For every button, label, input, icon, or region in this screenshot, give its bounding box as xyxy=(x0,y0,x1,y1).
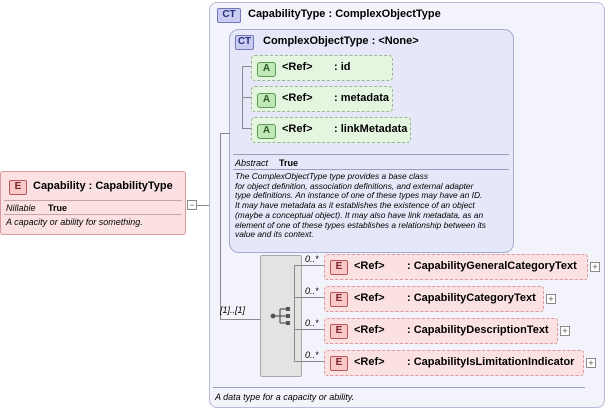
attribute-metadata[interactable]: A <Ref> : metadata xyxy=(251,86,393,112)
child-connector xyxy=(294,329,324,330)
description-line: The ComplexObjectType type provides a ba… xyxy=(235,171,429,181)
expand-element-button[interactable]: + xyxy=(590,262,600,272)
abstract-label: Abstract xyxy=(235,158,269,168)
capability-type-footer: A data type for a capacity or ability. xyxy=(215,392,355,402)
child-connector xyxy=(294,265,295,361)
element-multiplicity: 0..* xyxy=(305,350,319,360)
element-badge: E xyxy=(330,292,348,307)
element-multiplicity: 0..* xyxy=(305,254,319,264)
child-connector xyxy=(294,297,324,298)
element-capability-description-text[interactable]: E <Ref> : CapabilityDescriptionText xyxy=(324,318,558,344)
capability-type-panel: CT CapabilityType : ComplexObjectType CT… xyxy=(209,2,605,408)
sequence-connector xyxy=(220,133,221,319)
element-ref: <Ref> xyxy=(354,260,385,272)
child-connector xyxy=(294,265,324,266)
attribute-connector xyxy=(242,128,252,129)
element-name: : CapabilityGeneralCategoryText xyxy=(407,260,577,272)
element-capability-general-category-text[interactable]: E <Ref> : CapabilityGeneralCategoryText xyxy=(324,254,588,280)
element-name: : CapabilityCategoryText xyxy=(407,292,536,304)
description-line: element of one of these types establishe… xyxy=(235,219,486,230)
complex-object-type-panel: CT ComplexObjectType : <None> A <Ref> : … xyxy=(229,29,514,253)
attribute-name: : metadata xyxy=(334,92,390,104)
attribute-badge: A xyxy=(257,124,276,139)
description-line: It may have metadata as it establishes t… xyxy=(235,200,475,211)
description-line: value and its context. xyxy=(235,229,314,240)
element-badge: E xyxy=(9,180,27,195)
capability-description: A capacity or ability for something. xyxy=(6,217,143,227)
description-line: type definitions. An instance of one of … xyxy=(235,190,483,201)
sequence-connector xyxy=(220,133,230,134)
element-ref: <Ref> xyxy=(354,356,385,368)
expand-element-button[interactable]: + xyxy=(546,294,556,304)
element-badge: E xyxy=(330,324,348,339)
element-multiplicity: 0..* xyxy=(305,318,319,328)
expand-element-button[interactable]: + xyxy=(560,326,570,336)
attribute-ref: <Ref> xyxy=(282,123,313,135)
element-ref: <Ref> xyxy=(354,324,385,336)
element-badge: E xyxy=(330,356,348,371)
nillable-label: Nillable xyxy=(6,203,36,213)
sequence-compositor[interactable] xyxy=(260,255,302,377)
attribute-ref: <Ref> xyxy=(282,61,313,73)
capability-type-title: CapabilityType : ComplexObjectType xyxy=(248,8,441,20)
attribute-badge: A xyxy=(257,62,276,77)
complex-type-badge: CT xyxy=(217,8,241,23)
abstract-value: True xyxy=(279,158,299,168)
description-line: (maybe a conceptual object). It may also… xyxy=(235,209,484,220)
element-multiplicity: 0..* xyxy=(305,286,319,296)
attribute-badge: A xyxy=(257,93,276,108)
capability-element[interactable]: E Capability : CapabilityType Nillable T… xyxy=(0,171,186,235)
attribute-id[interactable]: A <Ref> : id xyxy=(251,55,393,81)
expand-element-button[interactable]: + xyxy=(586,358,596,368)
child-connector xyxy=(294,361,324,362)
element-name: : CapabilityIsLimitationIndicator xyxy=(407,356,575,368)
sequence-connector xyxy=(220,319,260,320)
attribute-link-metadata[interactable]: A <Ref> : linkMetadata xyxy=(251,117,411,143)
element-name: : CapabilityDescriptionText xyxy=(407,324,549,336)
attribute-ref: <Ref> xyxy=(282,92,313,104)
attribute-connector xyxy=(242,97,252,98)
sequence-icon xyxy=(270,307,290,325)
element-badge: E xyxy=(330,260,348,275)
element-ref: <Ref> xyxy=(354,292,385,304)
complex-object-type-title: ComplexObjectType : <None> xyxy=(263,35,419,47)
attribute-name: : linkMetadata xyxy=(334,123,408,135)
description-line: for object definition, association defin… xyxy=(235,180,474,191)
attribute-name: : id xyxy=(334,61,351,73)
element-capability-is-limitation-indicator[interactable]: E <Ref> : CapabilityIsLimitationIndicato… xyxy=(324,350,584,376)
attribute-connector xyxy=(242,66,252,67)
element-capability-category-text[interactable]: E <Ref> : CapabilityCategoryText xyxy=(324,286,544,312)
complex-type-badge: CT xyxy=(235,35,254,50)
expand-capability-button[interactable]: − xyxy=(187,200,197,210)
nillable-value: True xyxy=(48,203,68,213)
complex-object-type-description: The ComplexObjectType type provides a ba… xyxy=(235,171,511,240)
capability-title: Capability : CapabilityType xyxy=(33,180,173,192)
sequence-multiplicity: [1]..[1] xyxy=(220,305,246,315)
connector-line xyxy=(197,205,209,206)
